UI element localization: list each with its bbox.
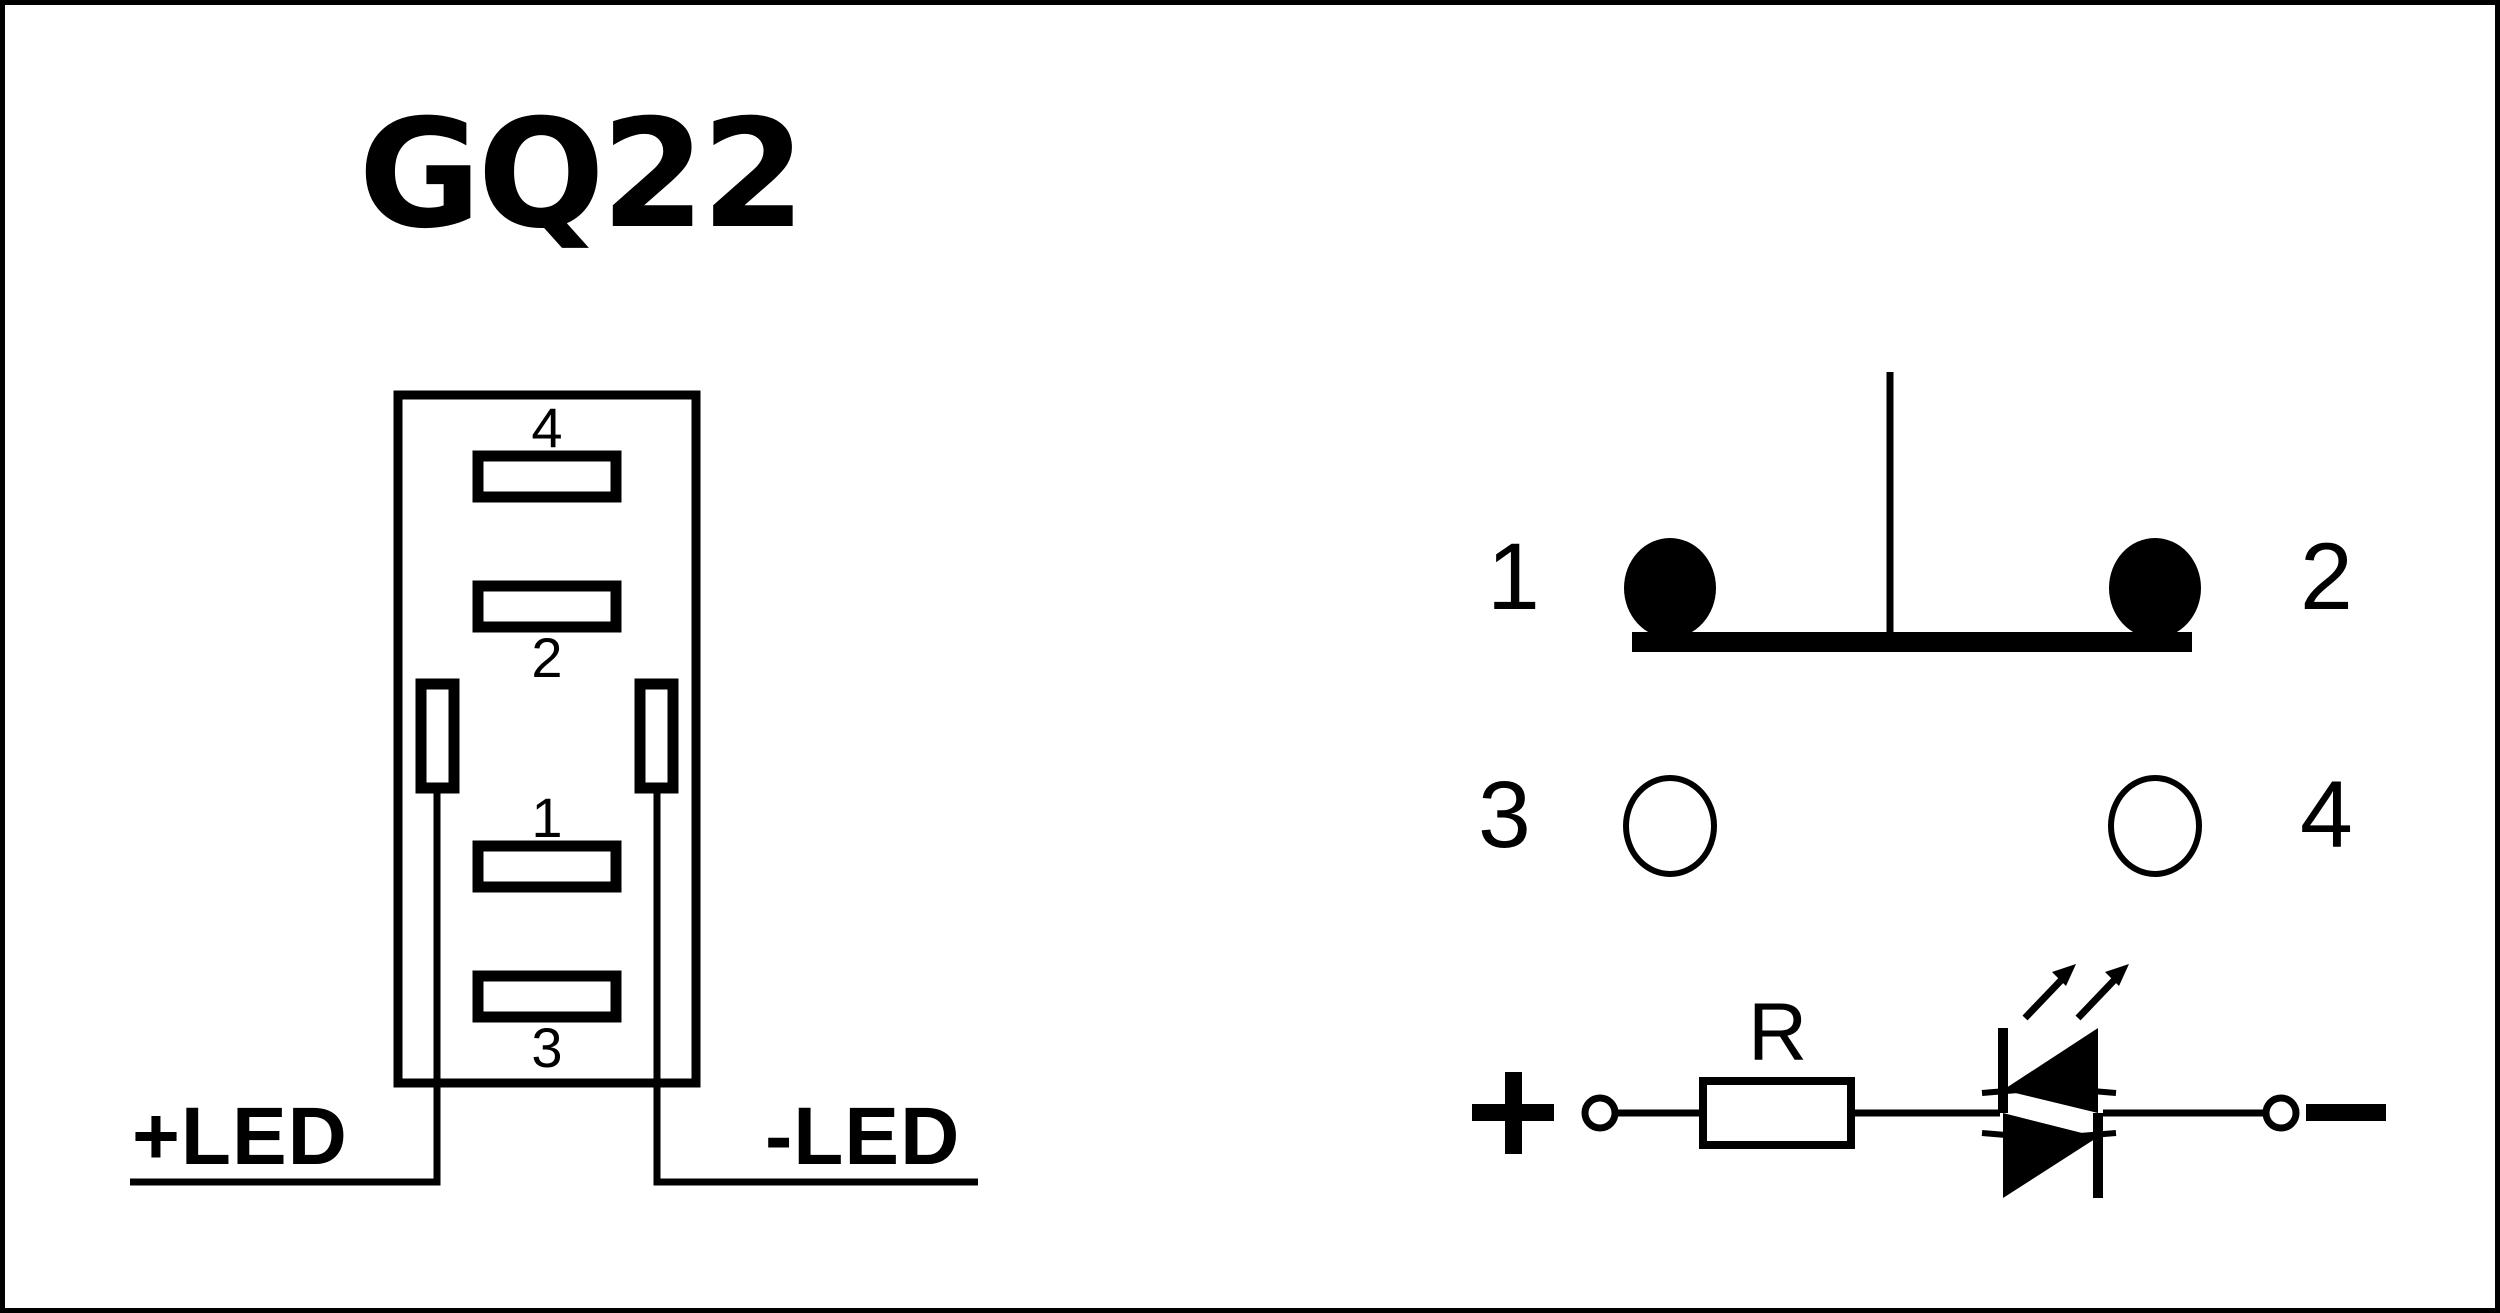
- page-title-text: GQ22: [358, 88, 805, 262]
- pin-pad-3: [472, 970, 622, 1023]
- pin-pad-1: [472, 840, 622, 893]
- terminal-label-2: 2: [2300, 524, 2353, 630]
- led-circuit-group: [1472, 964, 2386, 1198]
- terminal-layout-group: [1623, 372, 2202, 877]
- terminal-label-4: 4: [2300, 762, 2353, 868]
- terminal-dot-4: [2108, 775, 2202, 877]
- terminal-label-1: 1: [1487, 524, 1540, 630]
- pin-label-2: 2: [531, 626, 563, 689]
- plus-sign-vertical: [1505, 1072, 1522, 1154]
- pin-label-4: 4: [531, 396, 563, 459]
- led-light-arrows: [2022, 964, 2129, 1021]
- terminal-label-3: 3: [1478, 762, 1531, 868]
- pin-pad-4: [472, 450, 622, 503]
- resistor-body: [1699, 1077, 1855, 1149]
- minus-sign: [2306, 1104, 2386, 1121]
- shorting-contact-bar: [1632, 632, 2192, 652]
- led-tick-upper-right: [2079, 1087, 2117, 1096]
- terminal-dot-2: [2109, 538, 2201, 638]
- pin-pad-2: [472, 580, 622, 633]
- plus-led-label: +LED: [132, 1091, 348, 1182]
- led-tick-upper-left: [1981, 1087, 2019, 1096]
- led-tick-lower-right: [2079, 1130, 2117, 1139]
- terminal-dot-3: [1623, 775, 1717, 877]
- plus-led-wire: [130, 788, 441, 1186]
- page-title: GQ22: [0, 100, 2500, 250]
- resistor-label: R: [1748, 987, 1808, 1078]
- node-circle-right: [2262, 1094, 2300, 1132]
- minus-led-wire: [653, 788, 978, 1186]
- led-bar-left: [1998, 1028, 2008, 1113]
- led-bar-right: [2093, 1113, 2103, 1198]
- pin-label-3: 3: [531, 1016, 563, 1079]
- terminal-dot-1: [1624, 538, 1716, 638]
- node-circle-left: [1581, 1094, 1619, 1132]
- switch-body-group: [130, 390, 978, 1186]
- led-tick-lower-left: [1981, 1130, 2019, 1139]
- led-triangle-upper: [2003, 1028, 2098, 1113]
- pin-label-1: 1: [531, 786, 563, 849]
- left-side-terminal: [415, 678, 460, 794]
- led-triangle-lower: [2003, 1113, 2098, 1198]
- right-side-terminal: [634, 678, 679, 794]
- minus-led-label: -LED: [765, 1091, 961, 1182]
